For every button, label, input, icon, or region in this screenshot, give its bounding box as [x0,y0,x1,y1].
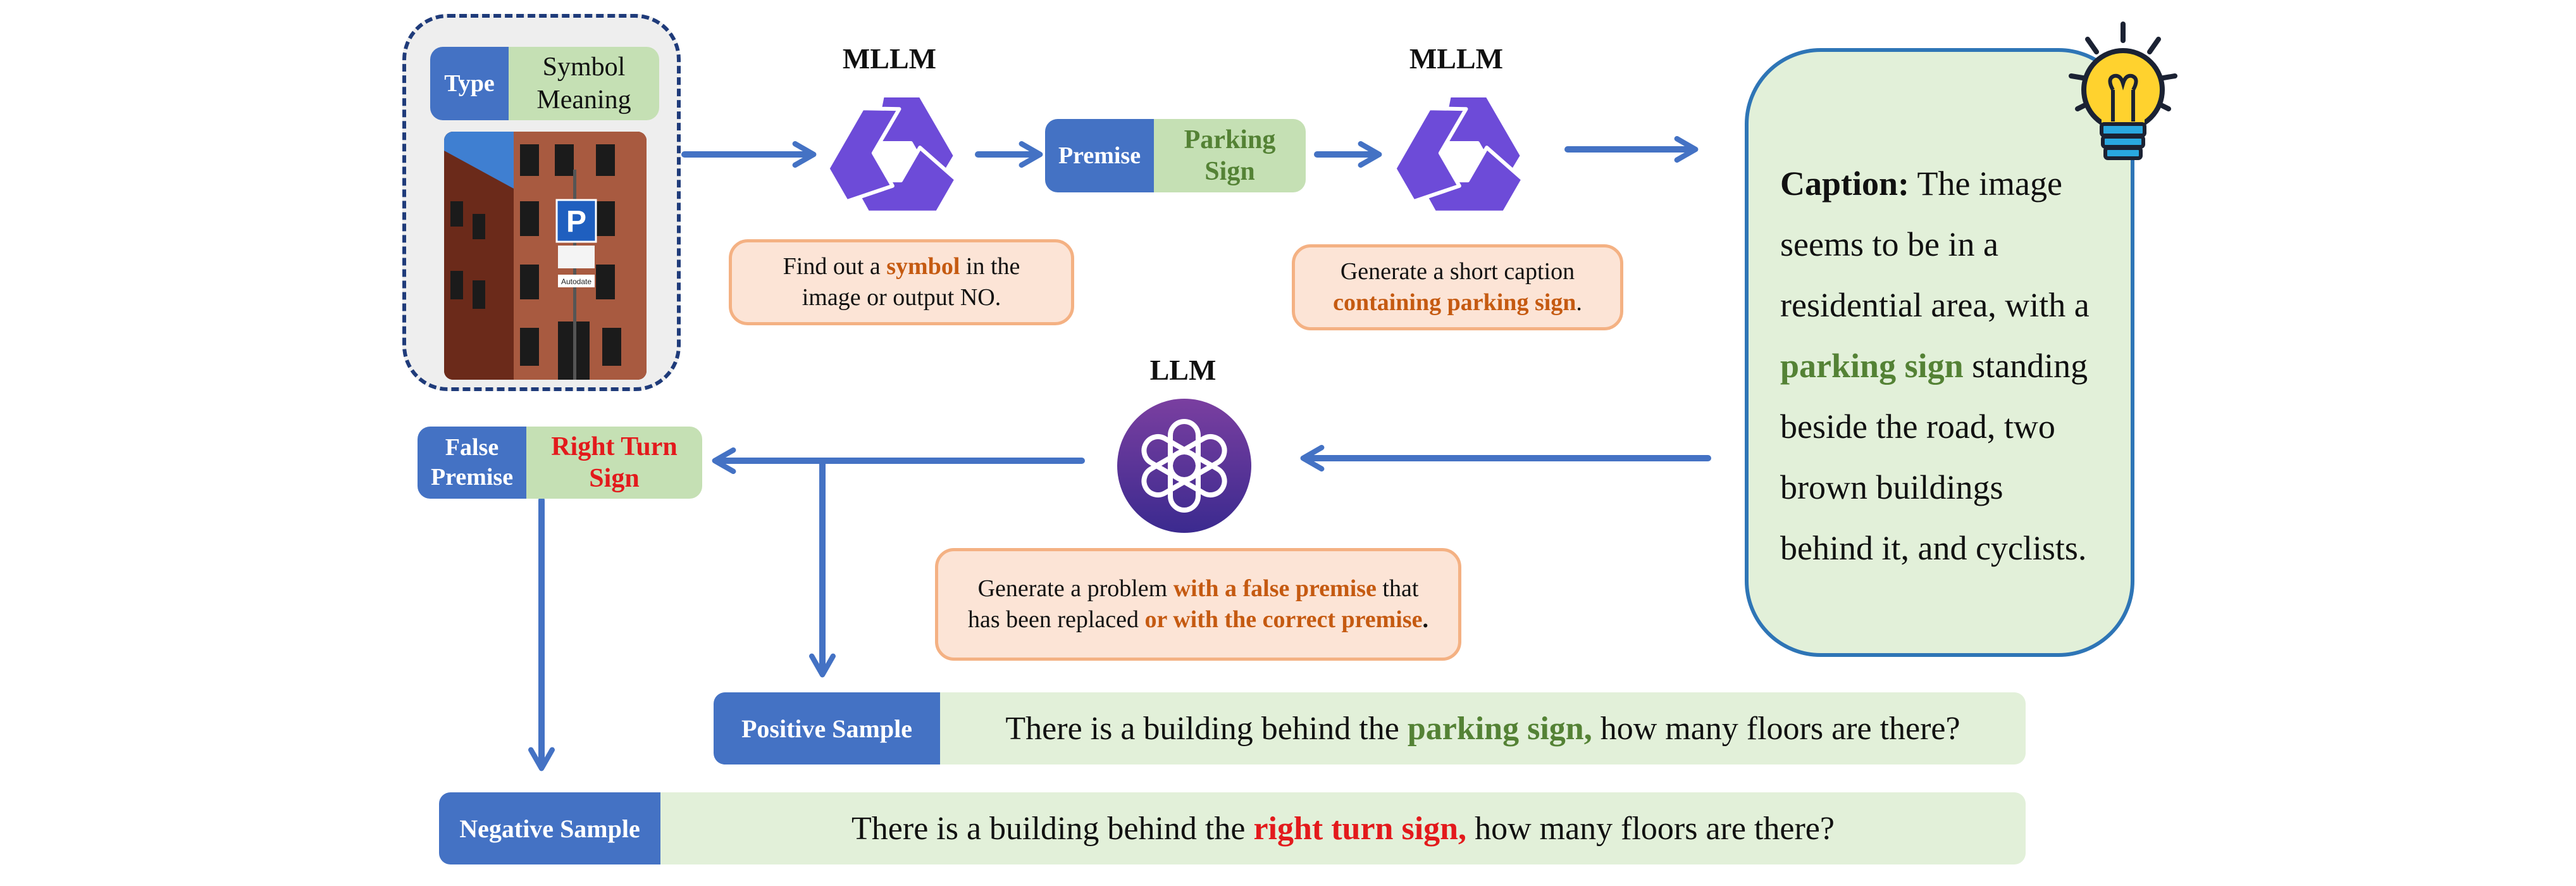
openai-logo-icon [1116,397,1253,534]
note1-text-before: Find out a [783,253,887,280]
premise-tag: Premise Parking Sign [1045,119,1306,192]
positive-sample-row: Positive Sample There is a building behi… [714,692,2026,764]
photo-sign-text: Autodate [561,277,591,286]
positive-text-after: how many floors are there? [1592,710,1960,747]
mllm1-label: MLLM [842,42,937,75]
positive-sample-label: Positive Sample [714,692,940,764]
type-tag-key: Type [430,47,509,120]
instruction-generate-caption: Generate a short caption containing park… [1292,244,1623,330]
street-photo: P Autodate [444,132,647,380]
note3-text-before: Generate a problem [977,575,1173,602]
note1-highlight: symbol [886,253,960,280]
note1-text-after: in the image or output NO. [802,253,1020,311]
positive-text-before: There is a building behind the [1005,710,1408,747]
caption-text-before: The image seems to be in a residential a… [1780,165,2090,324]
type-tag: Type Symbol Meaning [430,47,659,120]
note3-highlight-correct: or with the correct premise [1144,606,1423,633]
caption-text-after: standing beside the road, two brown buil… [1780,347,2088,567]
negative-sample-question: There is a building behind the right tur… [660,792,2026,864]
negative-sample-row: Negative Sample There is a building behi… [439,792,2026,864]
premise-tag-key: Premise [1045,119,1154,192]
llm-label: LLM [1149,354,1217,386]
qwen-logo-icon [822,86,968,232]
negative-text-before: There is a building behind the [851,810,1254,847]
qwen-logo-icon [1389,86,1535,232]
note3-text-after: . [1422,606,1429,633]
caption-highlight: parking sign [1780,347,1964,385]
caption-label: Caption: [1780,165,1910,203]
photo-sign-letter: P [566,205,586,239]
note2-text-after: . [1576,289,1582,316]
premise-tag-value: Parking Sign [1154,119,1306,192]
false-premise-tag-key: False Premise [418,427,526,499]
note2-text-before: Generate a short caption [1340,258,1575,285]
false-premise-tag: False Premise Right Turn Sign [418,427,702,499]
negative-text-after: how many floors are there? [1466,810,1835,847]
note3-highlight-false: with a false premise [1173,575,1377,602]
negative-sample-label: Negative Sample [439,792,660,864]
instruction-find-symbol: Find out a symbol in the image or output… [729,239,1074,325]
false-premise-tag-value: Right Turn Sign [526,427,702,499]
caption-box: Caption: The image seems to be in a resi… [1745,48,2134,657]
lightbulb-icon [2060,15,2186,165]
note2-highlight: containing parking sign [1333,289,1576,316]
mllm2-label: MLLM [1409,42,1504,75]
positive-sample-question: There is a building behind the parking s… [940,692,2026,764]
note3-text-middle: that has been replaced [967,575,1419,633]
negative-highlight: right turn sign, [1253,810,1467,847]
instruction-generate-problem: Generate a problem with a false premise … [935,548,1461,661]
positive-highlight: parking sign, [1407,710,1592,747]
type-tag-value: Symbol Meaning [509,47,659,120]
